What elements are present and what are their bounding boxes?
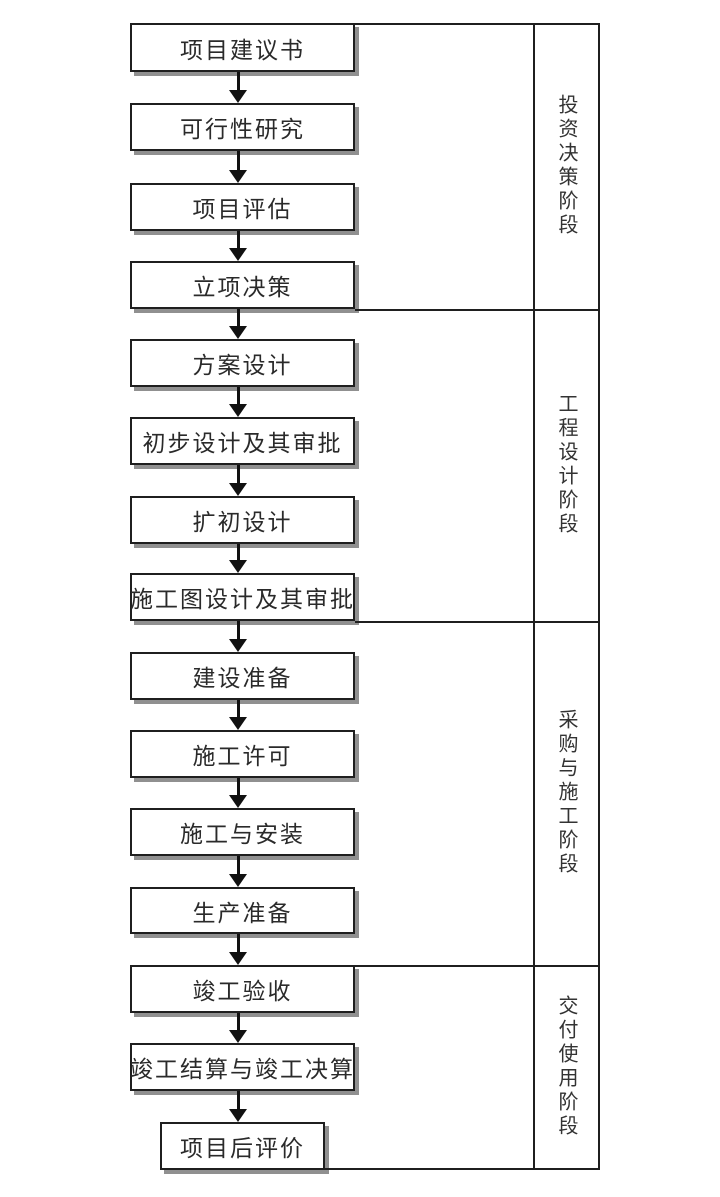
- flow-step-label: 生产准备: [192, 900, 293, 926]
- down-arrow-icon: [229, 560, 247, 573]
- phase-divider-line: [355, 23, 600, 25]
- flow-arrow-stem: [236, 465, 240, 484]
- flow-step-box: 施工图设计及其审批: [130, 573, 355, 621]
- down-arrow-icon: [229, 248, 247, 261]
- phase-divider-line: [355, 621, 600, 623]
- down-arrow-icon: [229, 795, 247, 808]
- flow-arrow-stem: [236, 231, 240, 249]
- phase-label: 投资决策阶段: [555, 94, 577, 238]
- flow-arrow-stem: [236, 621, 240, 640]
- down-arrow-icon: [229, 717, 247, 730]
- down-arrow-icon: [229, 404, 247, 417]
- flow-step-box: 立项决策: [130, 261, 355, 309]
- flow-arrow-stem: [236, 934, 240, 953]
- phase-label: 交付使用阶段: [555, 994, 577, 1139]
- flow-arrow-stem: [236, 72, 240, 91]
- flow-step-label: 项目建议书: [180, 37, 305, 63]
- phase-cell: 投资决策阶段: [533, 23, 600, 309]
- flow-step-box: 施工许可: [130, 730, 355, 778]
- flow-arrow-stem: [236, 544, 240, 561]
- flow-step-label: 施工与安装: [180, 822, 305, 847]
- flow-step-box: 初步设计及其审批: [130, 417, 355, 465]
- down-arrow-icon: [229, 874, 247, 887]
- down-arrow-icon: [229, 1030, 247, 1043]
- down-arrow-icon: [229, 483, 247, 496]
- flow-step-box: 项目后评价: [160, 1122, 325, 1170]
- phase-cell: 交付使用阶段: [533, 965, 600, 1168]
- flow-step-box: 方案设计: [130, 339, 355, 387]
- flow-step-box: 建设准备: [130, 652, 355, 700]
- flow-step-label: 可行性研究: [180, 117, 305, 142]
- phase-column-right-rail: [598, 23, 600, 1170]
- flow-step-label: 扩初设计: [192, 510, 293, 535]
- down-arrow-icon: [229, 170, 247, 183]
- flow-arrow-stem: [236, 700, 240, 718]
- flow-step-label: 施工许可: [192, 744, 293, 769]
- flow-arrow-stem: [236, 309, 240, 327]
- phase-divider-line: [325, 1168, 600, 1170]
- down-arrow-icon: [229, 326, 247, 339]
- flow-step-box: 项目建议书: [130, 23, 355, 72]
- flow-arrow-stem: [236, 387, 240, 405]
- phase-column-left-rail: [533, 23, 535, 1170]
- down-arrow-icon: [229, 90, 247, 103]
- flow-step-label: 立项决策: [192, 275, 293, 300]
- flow-step-label: 施工图设计及其审批: [130, 587, 355, 612]
- flow-step-box: 扩初设计: [130, 496, 355, 544]
- phase-label: 采购与施工阶段: [555, 709, 577, 877]
- flow-step-box: 可行性研究: [130, 103, 355, 151]
- down-arrow-icon: [229, 1109, 247, 1122]
- flow-step-box: 项目评估: [130, 183, 355, 231]
- phase-divider-line: [355, 965, 600, 967]
- flow-step-label: 竣工验收: [192, 979, 293, 1004]
- down-arrow-icon: [229, 639, 247, 652]
- flow-step-label: 初步设计及其审批: [142, 431, 343, 456]
- flow-step-label: 项目后评价: [180, 1136, 305, 1161]
- flow-step-box: 生产准备: [130, 887, 355, 934]
- phase-label: 工程设计阶段: [555, 393, 577, 537]
- flow-step-box: 竣工验收: [130, 965, 355, 1013]
- flow-arrow-stem: [236, 151, 240, 171]
- flow-step-label: 方案设计: [192, 353, 293, 378]
- phase-cell: 工程设计阶段: [533, 309, 600, 621]
- flow-step-box: 竣工结算与竣工决算: [130, 1043, 355, 1091]
- flow-arrow-stem: [236, 1091, 240, 1110]
- flow-step-label: 项目评估: [192, 197, 293, 222]
- flow-step-label: 竣工结算与竣工决算: [130, 1057, 355, 1082]
- down-arrow-icon: [229, 952, 247, 965]
- phase-divider-line: [355, 309, 600, 311]
- flow-arrow-stem: [236, 1013, 240, 1031]
- flow-step-box: 施工与安装: [130, 808, 355, 856]
- flow-arrow-stem: [236, 856, 240, 875]
- flow-arrow-stem: [236, 778, 240, 796]
- flow-step-label: 建设准备: [192, 666, 293, 691]
- phase-cell: 采购与施工阶段: [533, 621, 600, 965]
